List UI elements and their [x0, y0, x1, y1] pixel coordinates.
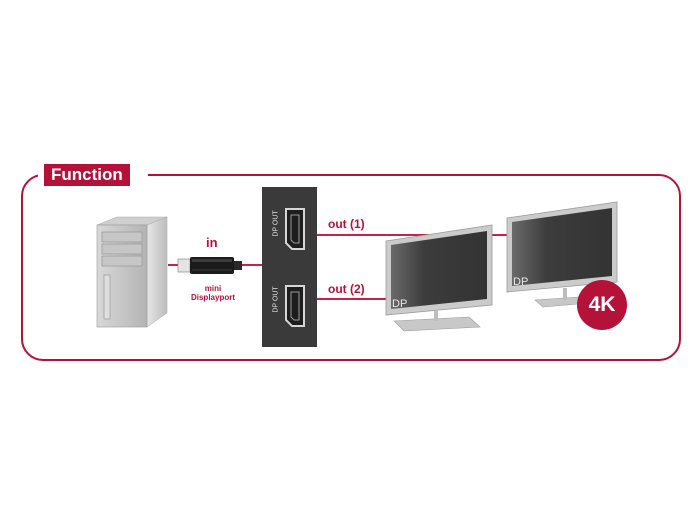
- displayport-label: Displayport: [190, 293, 235, 302]
- out-2-label: out (2): [328, 282, 365, 296]
- cable-out-1: [317, 234, 517, 236]
- cable-plug-to-hub: [242, 264, 262, 266]
- in-label: in: [206, 235, 218, 250]
- monitor-icon: [506, 201, 618, 308]
- 4k-badge: 4K: [577, 280, 627, 330]
- hub-port-2-label: DP OUT: [272, 286, 280, 313]
- displayport-socket-icon: [285, 285, 305, 327]
- cable-out-2: [317, 298, 387, 300]
- out-1-label: out (1): [328, 217, 365, 231]
- cable-pc-to-plug: [168, 264, 180, 266]
- mini-label: mini: [204, 284, 222, 293]
- function-frame: [21, 174, 681, 361]
- diagram-title: Function: [44, 164, 130, 186]
- mini-displayport-plug-icon: [177, 257, 242, 274]
- monitor-2-label: DP: [513, 276, 529, 288]
- hub-port-1-label: DP OUT: [272, 210, 280, 237]
- monitor-icon: [385, 224, 493, 332]
- pc-tower-icon: [96, 216, 168, 328]
- monitor-1-label: DP: [392, 298, 408, 310]
- displayport-socket-icon: [285, 208, 305, 250]
- 4k-badge-text: 4K: [588, 293, 616, 316]
